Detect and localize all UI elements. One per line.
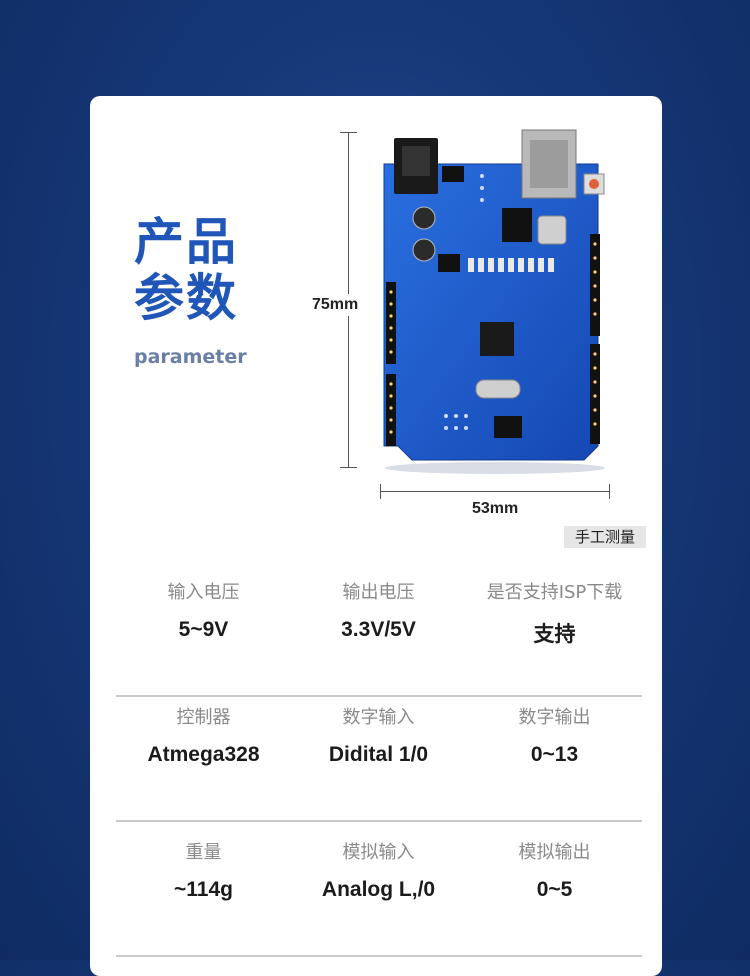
spec-value: 5~9V <box>178 618 229 641</box>
spec-item: 数字输出 0~13 <box>467 697 642 767</box>
spec-divider <box>116 695 642 697</box>
spec-value: Atmega328 <box>147 743 260 766</box>
spec-value: Didital 1/0 <box>328 743 429 766</box>
spec-label: 模拟输入 <box>342 842 415 863</box>
spec-divider <box>116 820 642 822</box>
spec-value: Analog L,/0 <box>321 878 436 901</box>
section-title: 产品 参数 <box>134 214 238 326</box>
spec-item: 输入电压 5~9V <box>116 572 291 642</box>
spec-row: 控制器 Atmega328 数字输入 Didital 1/0 数字输出 0~13 <box>116 697 642 822</box>
parameter-card: 产品 参数 parameter 75mm <box>90 96 662 976</box>
spec-value: ~114g <box>174 878 233 901</box>
spec-value: 支持 <box>533 623 576 646</box>
spec-value: 0~13 <box>530 743 579 766</box>
spec-item: 输出电压 3.3V/5V <box>291 572 466 642</box>
spec-item: 模拟输出 0~5 <box>467 832 642 902</box>
spec-item: 重量 ~114g <box>116 832 291 902</box>
spec-divider <box>116 955 642 957</box>
spec-item: 是否支持ISP下载 支持 <box>467 572 642 648</box>
spec-value: 0~5 <box>536 878 573 901</box>
spec-label: 模拟输出 <box>518 842 591 863</box>
measurement-note: 手工测量 <box>564 526 646 548</box>
spec-label: 重量 <box>185 842 222 863</box>
spec-label: 控制器 <box>176 707 231 728</box>
spec-label: 是否支持ISP下载 <box>486 582 623 603</box>
spec-label: 数字输入 <box>342 707 415 728</box>
width-dimension-line <box>380 484 610 499</box>
spec-value: 3.3V/5V <box>341 618 416 641</box>
spec-row: 输入电压 5~9V 输出电压 3.3V/5V 是否支持ISP下载 支持 <box>116 572 642 697</box>
section-title-line1: 产品 <box>134 213 238 271</box>
section-subtitle: parameter <box>134 346 247 368</box>
spec-label: 输入电压 <box>167 582 240 603</box>
section-title-line2: 参数 <box>134 269 238 327</box>
spec-row: 重量 ~114g 模拟输入 Analog L,/0 模拟输出 0~5 <box>116 832 642 957</box>
arduino-board-image <box>383 129 605 474</box>
spec-label: 数字输出 <box>518 707 591 728</box>
spec-item: 数字输入 Didital 1/0 <box>291 697 466 767</box>
height-dimension-label: 75mm <box>312 294 359 316</box>
spec-item: 模拟输入 Analog L,/0 <box>291 832 466 902</box>
spec-item: 控制器 Atmega328 <box>116 697 291 767</box>
spec-label: 输出电压 <box>342 582 415 603</box>
width-dimension-label: 53mm <box>472 500 519 517</box>
